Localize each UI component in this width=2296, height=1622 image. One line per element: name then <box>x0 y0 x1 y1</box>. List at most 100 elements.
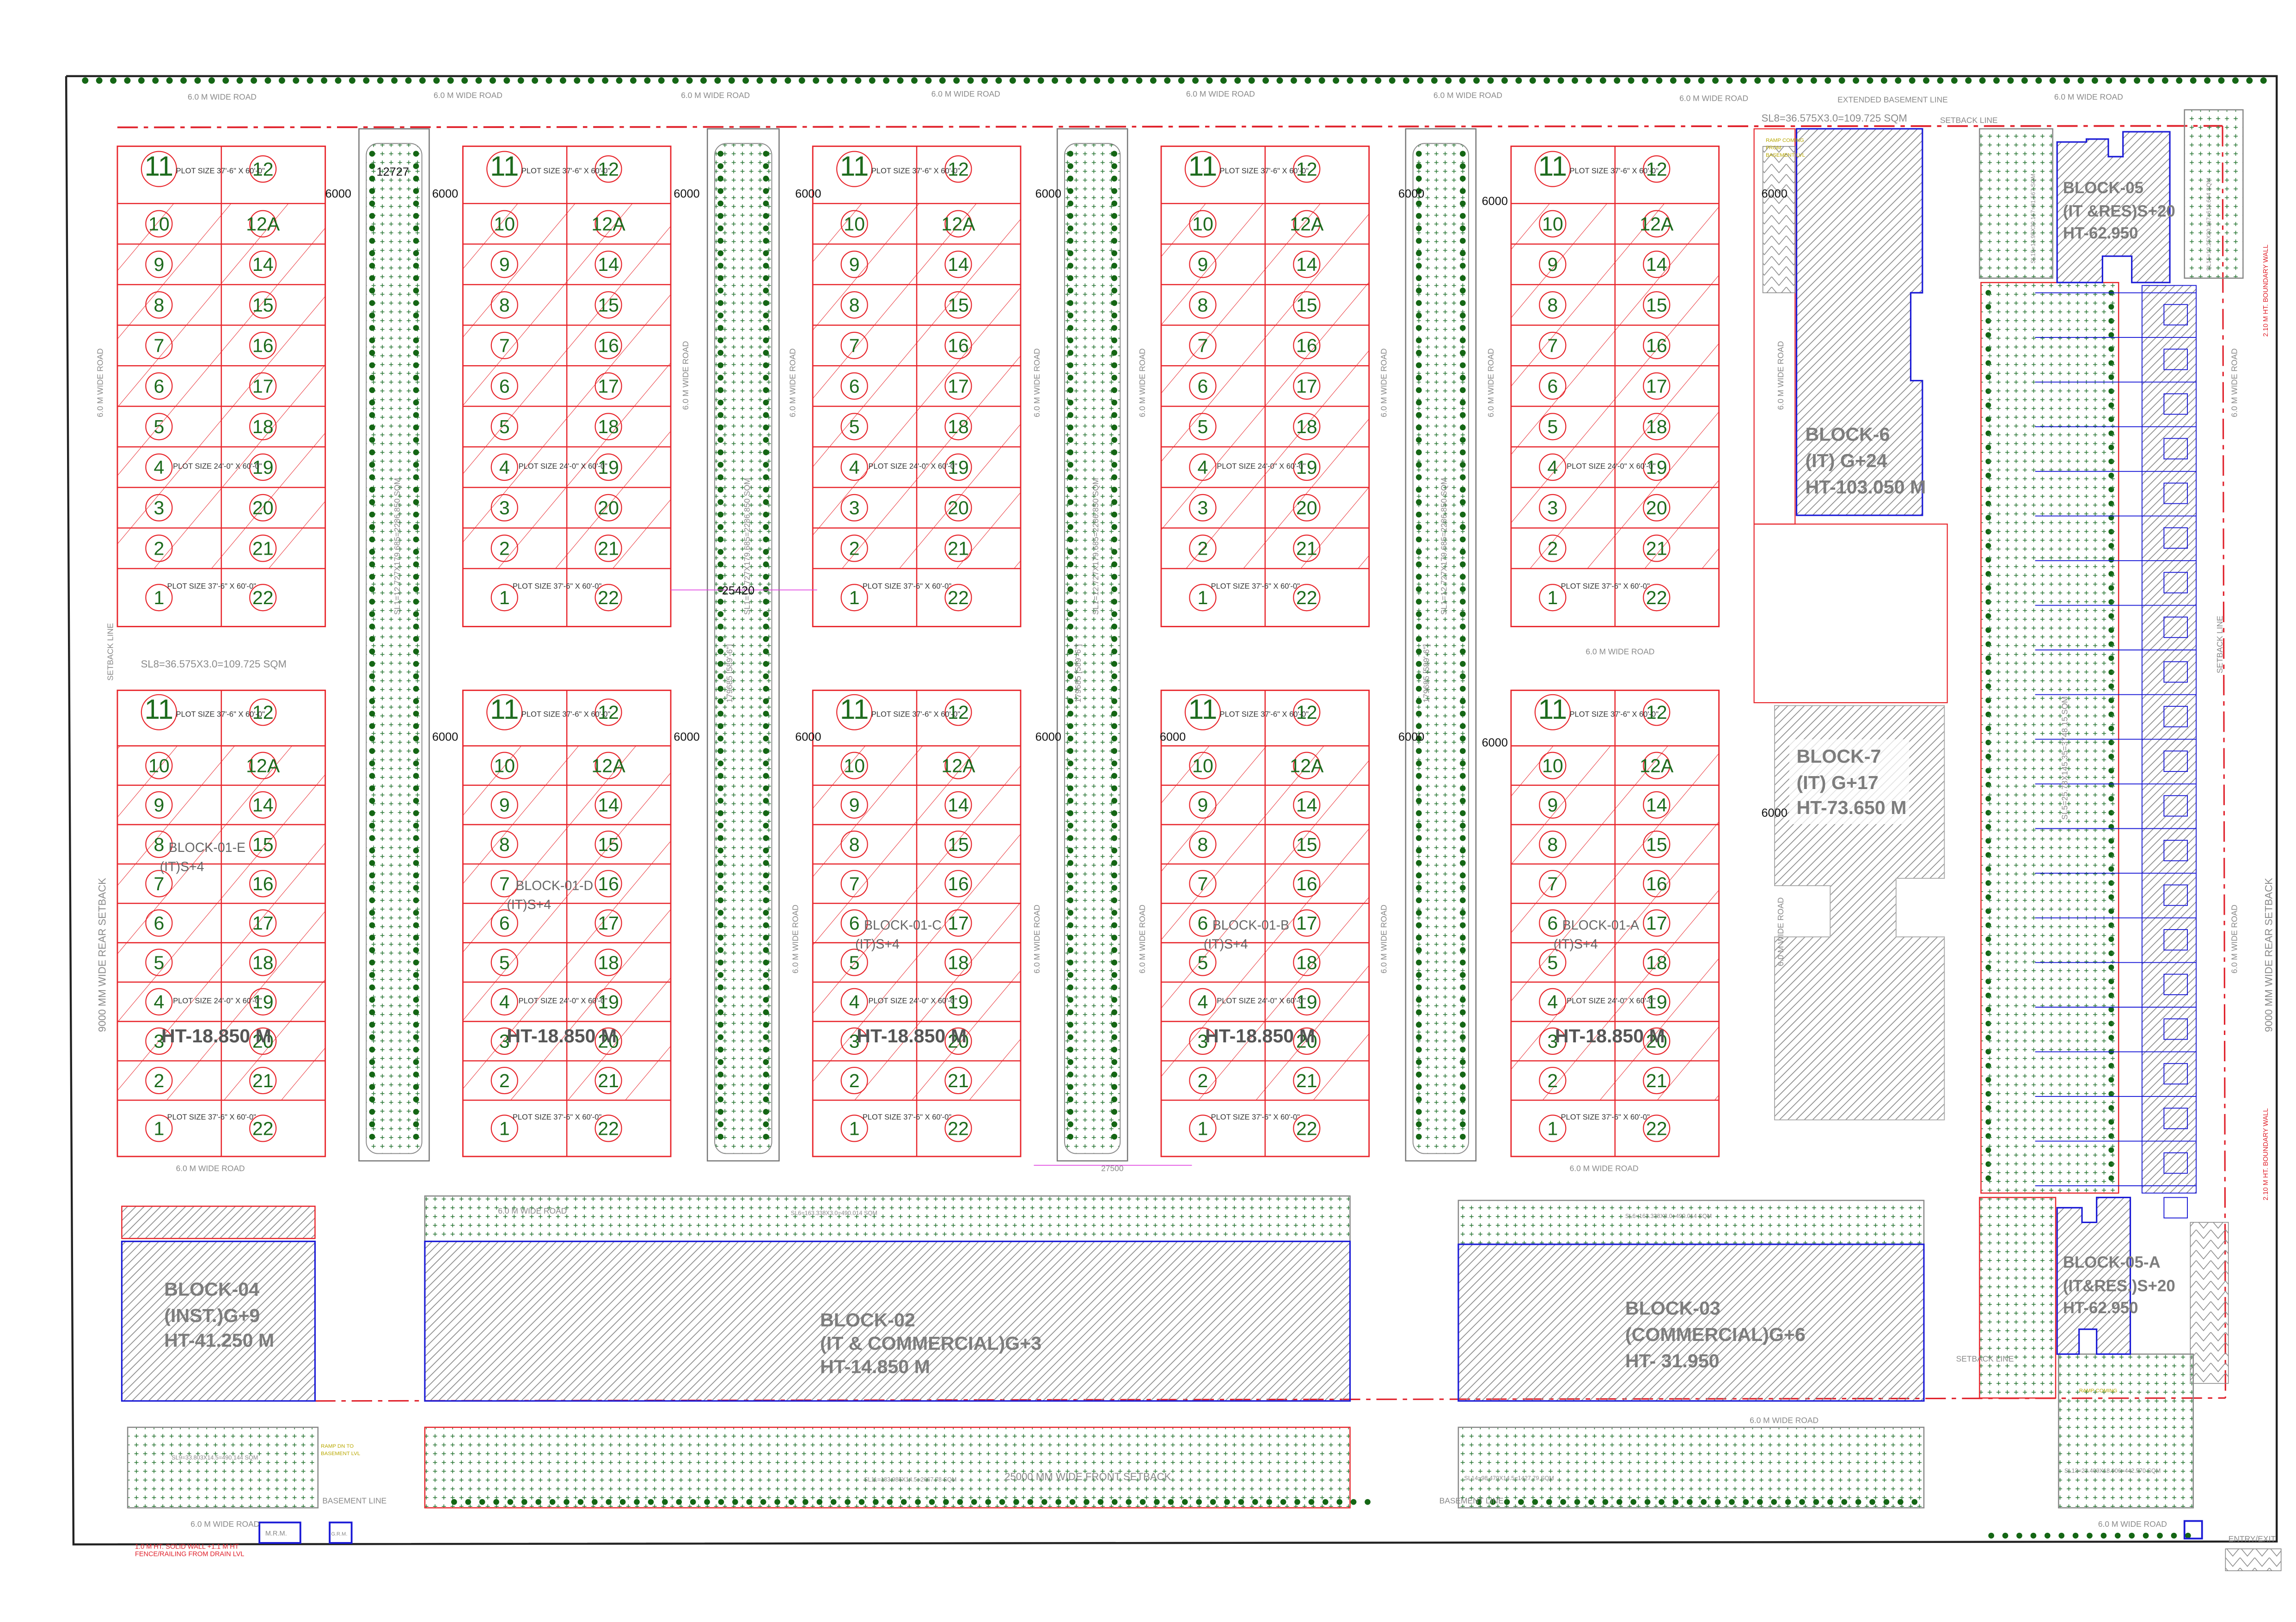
mrm-room[interactable] <box>258 1521 301 1544</box>
plot-10[interactable]: 10 <box>1539 752 1567 779</box>
plot-14[interactable]: 14 <box>1293 791 1321 819</box>
plot-12[interactable]: 12 <box>249 698 277 726</box>
plot-10[interactable]: 10 <box>145 752 173 779</box>
plot-18[interactable]: 18 <box>1293 949 1321 976</box>
plot-22[interactable]: 22 <box>1643 1114 1671 1142</box>
plot-11[interactable]: 11 <box>486 151 523 187</box>
plot-21[interactable]: 21 <box>944 534 972 562</box>
plot-17[interactable]: 17 <box>1293 909 1321 937</box>
plot-5[interactable]: 5 <box>490 949 518 976</box>
plot-16[interactable]: 16 <box>1643 331 1671 359</box>
plot-3[interactable]: 3 <box>840 1027 868 1055</box>
plot-22[interactable]: 22 <box>1643 584 1671 612</box>
plot-9[interactable]: 9 <box>840 251 868 278</box>
plot-20[interactable]: 20 <box>1293 494 1321 521</box>
plot-6[interactable]: 6 <box>840 372 868 400</box>
plot-8[interactable]: 8 <box>1189 830 1217 858</box>
plot-18[interactable]: 18 <box>944 949 972 976</box>
plot-8[interactable]: 8 <box>145 830 173 858</box>
plot-15[interactable]: 15 <box>1643 830 1671 858</box>
plot-12A[interactable]: 12A <box>1290 210 1324 238</box>
plot-20[interactable]: 20 <box>1643 1027 1671 1055</box>
plot-4[interactable]: 4 <box>840 988 868 1016</box>
plot-9[interactable]: 9 <box>1539 791 1567 819</box>
plot-9[interactable]: 9 <box>1189 251 1217 278</box>
plot-20[interactable]: 20 <box>249 494 277 521</box>
plot-5[interactable]: 5 <box>490 413 518 441</box>
plot-12A[interactable]: 12A <box>1640 752 1674 779</box>
plot-16[interactable]: 16 <box>1293 870 1321 898</box>
plot-9[interactable]: 9 <box>490 791 518 819</box>
plot-12[interactable]: 12 <box>249 155 277 183</box>
plot-21[interactable]: 21 <box>1643 534 1671 562</box>
plot-20[interactable]: 20 <box>1643 494 1671 521</box>
plot-7[interactable]: 7 <box>490 331 518 359</box>
plot-10[interactable]: 10 <box>1189 752 1217 779</box>
plot-12A[interactable]: 12A <box>246 752 280 779</box>
plot-17[interactable]: 17 <box>944 909 972 937</box>
plot-10[interactable]: 10 <box>490 752 518 779</box>
plot-11[interactable]: 11 <box>836 151 873 187</box>
plot-6[interactable]: 6 <box>1189 909 1217 937</box>
plot-4[interactable]: 4 <box>840 453 868 481</box>
plot-16[interactable]: 16 <box>944 870 972 898</box>
grm-room[interactable] <box>329 1521 353 1544</box>
plot-15[interactable]: 15 <box>249 291 277 319</box>
plot-1[interactable]: 1 <box>840 1114 868 1142</box>
plot-2[interactable]: 2 <box>1539 534 1567 562</box>
plot-18[interactable]: 18 <box>594 413 622 441</box>
plot-8[interactable]: 8 <box>490 830 518 858</box>
plot-19[interactable]: 19 <box>249 988 277 1016</box>
plot-11[interactable]: 11 <box>1534 694 1571 730</box>
plot-1[interactable]: 1 <box>1189 1114 1217 1142</box>
plot-15[interactable]: 15 <box>1643 291 1671 319</box>
plot-12[interactable]: 12 <box>594 698 622 726</box>
plot-12[interactable]: 12 <box>944 698 972 726</box>
plot-12A[interactable]: 12A <box>592 752 626 779</box>
plot-20[interactable]: 20 <box>594 494 622 521</box>
plot-2[interactable]: 2 <box>490 534 518 562</box>
plot-20[interactable]: 20 <box>594 1027 622 1055</box>
plot-4[interactable]: 4 <box>490 453 518 481</box>
plot-5[interactable]: 5 <box>145 949 173 976</box>
plot-11[interactable]: 11 <box>1184 151 1221 187</box>
plot-4[interactable]: 4 <box>1539 453 1567 481</box>
plot-2[interactable]: 2 <box>1189 534 1217 562</box>
plot-21[interactable]: 21 <box>249 1066 277 1095</box>
plot-12A[interactable]: 12A <box>941 752 975 779</box>
plot-3[interactable]: 3 <box>1189 494 1217 521</box>
plot-8[interactable]: 8 <box>840 830 868 858</box>
plot-18[interactable]: 18 <box>1293 413 1321 441</box>
plot-8[interactable]: 8 <box>145 291 173 319</box>
plot-16[interactable]: 16 <box>1293 331 1321 359</box>
plot-17[interactable]: 17 <box>944 372 972 400</box>
plot-3[interactable]: 3 <box>490 1027 518 1055</box>
plot-16[interactable]: 16 <box>594 331 622 359</box>
plot-12[interactable]: 12 <box>1293 155 1321 183</box>
plot-4[interactable]: 4 <box>145 453 173 481</box>
plot-6[interactable]: 6 <box>145 909 173 937</box>
plot-3[interactable]: 3 <box>1539 1027 1567 1055</box>
plot-14[interactable]: 14 <box>944 791 972 819</box>
plot-21[interactable]: 21 <box>1293 534 1321 562</box>
plot-17[interactable]: 17 <box>1643 909 1671 937</box>
plot-19[interactable]: 19 <box>249 453 277 481</box>
plot-1[interactable]: 1 <box>1539 1114 1567 1142</box>
plot-5[interactable]: 5 <box>145 413 173 441</box>
plot-18[interactable]: 18 <box>249 413 277 441</box>
plot-16[interactable]: 16 <box>1643 870 1671 898</box>
plot-10[interactable]: 10 <box>145 210 173 238</box>
plot-2[interactable]: 2 <box>145 534 173 562</box>
plot-15[interactable]: 15 <box>1293 830 1321 858</box>
plot-2[interactable]: 2 <box>145 1066 173 1095</box>
grm-room-right[interactable] <box>2183 1520 2203 1540</box>
plot-8[interactable]: 8 <box>1539 291 1567 319</box>
plot-11[interactable]: 11 <box>1184 694 1221 730</box>
plot-21[interactable]: 21 <box>249 534 277 562</box>
block-06[interactable]: BLOCK-6 (IT) G+24 HT-103.050 M <box>1753 128 1948 704</box>
plot-19[interactable]: 19 <box>1293 453 1321 481</box>
plot-5[interactable]: 5 <box>1539 413 1567 441</box>
block-03[interactable]: BLOCK-03 (COMMERCIAL)G+6 HT- 31.950 <box>1457 1243 1925 1402</box>
plot-15[interactable]: 15 <box>944 830 972 858</box>
plot-22[interactable]: 22 <box>944 1114 972 1142</box>
